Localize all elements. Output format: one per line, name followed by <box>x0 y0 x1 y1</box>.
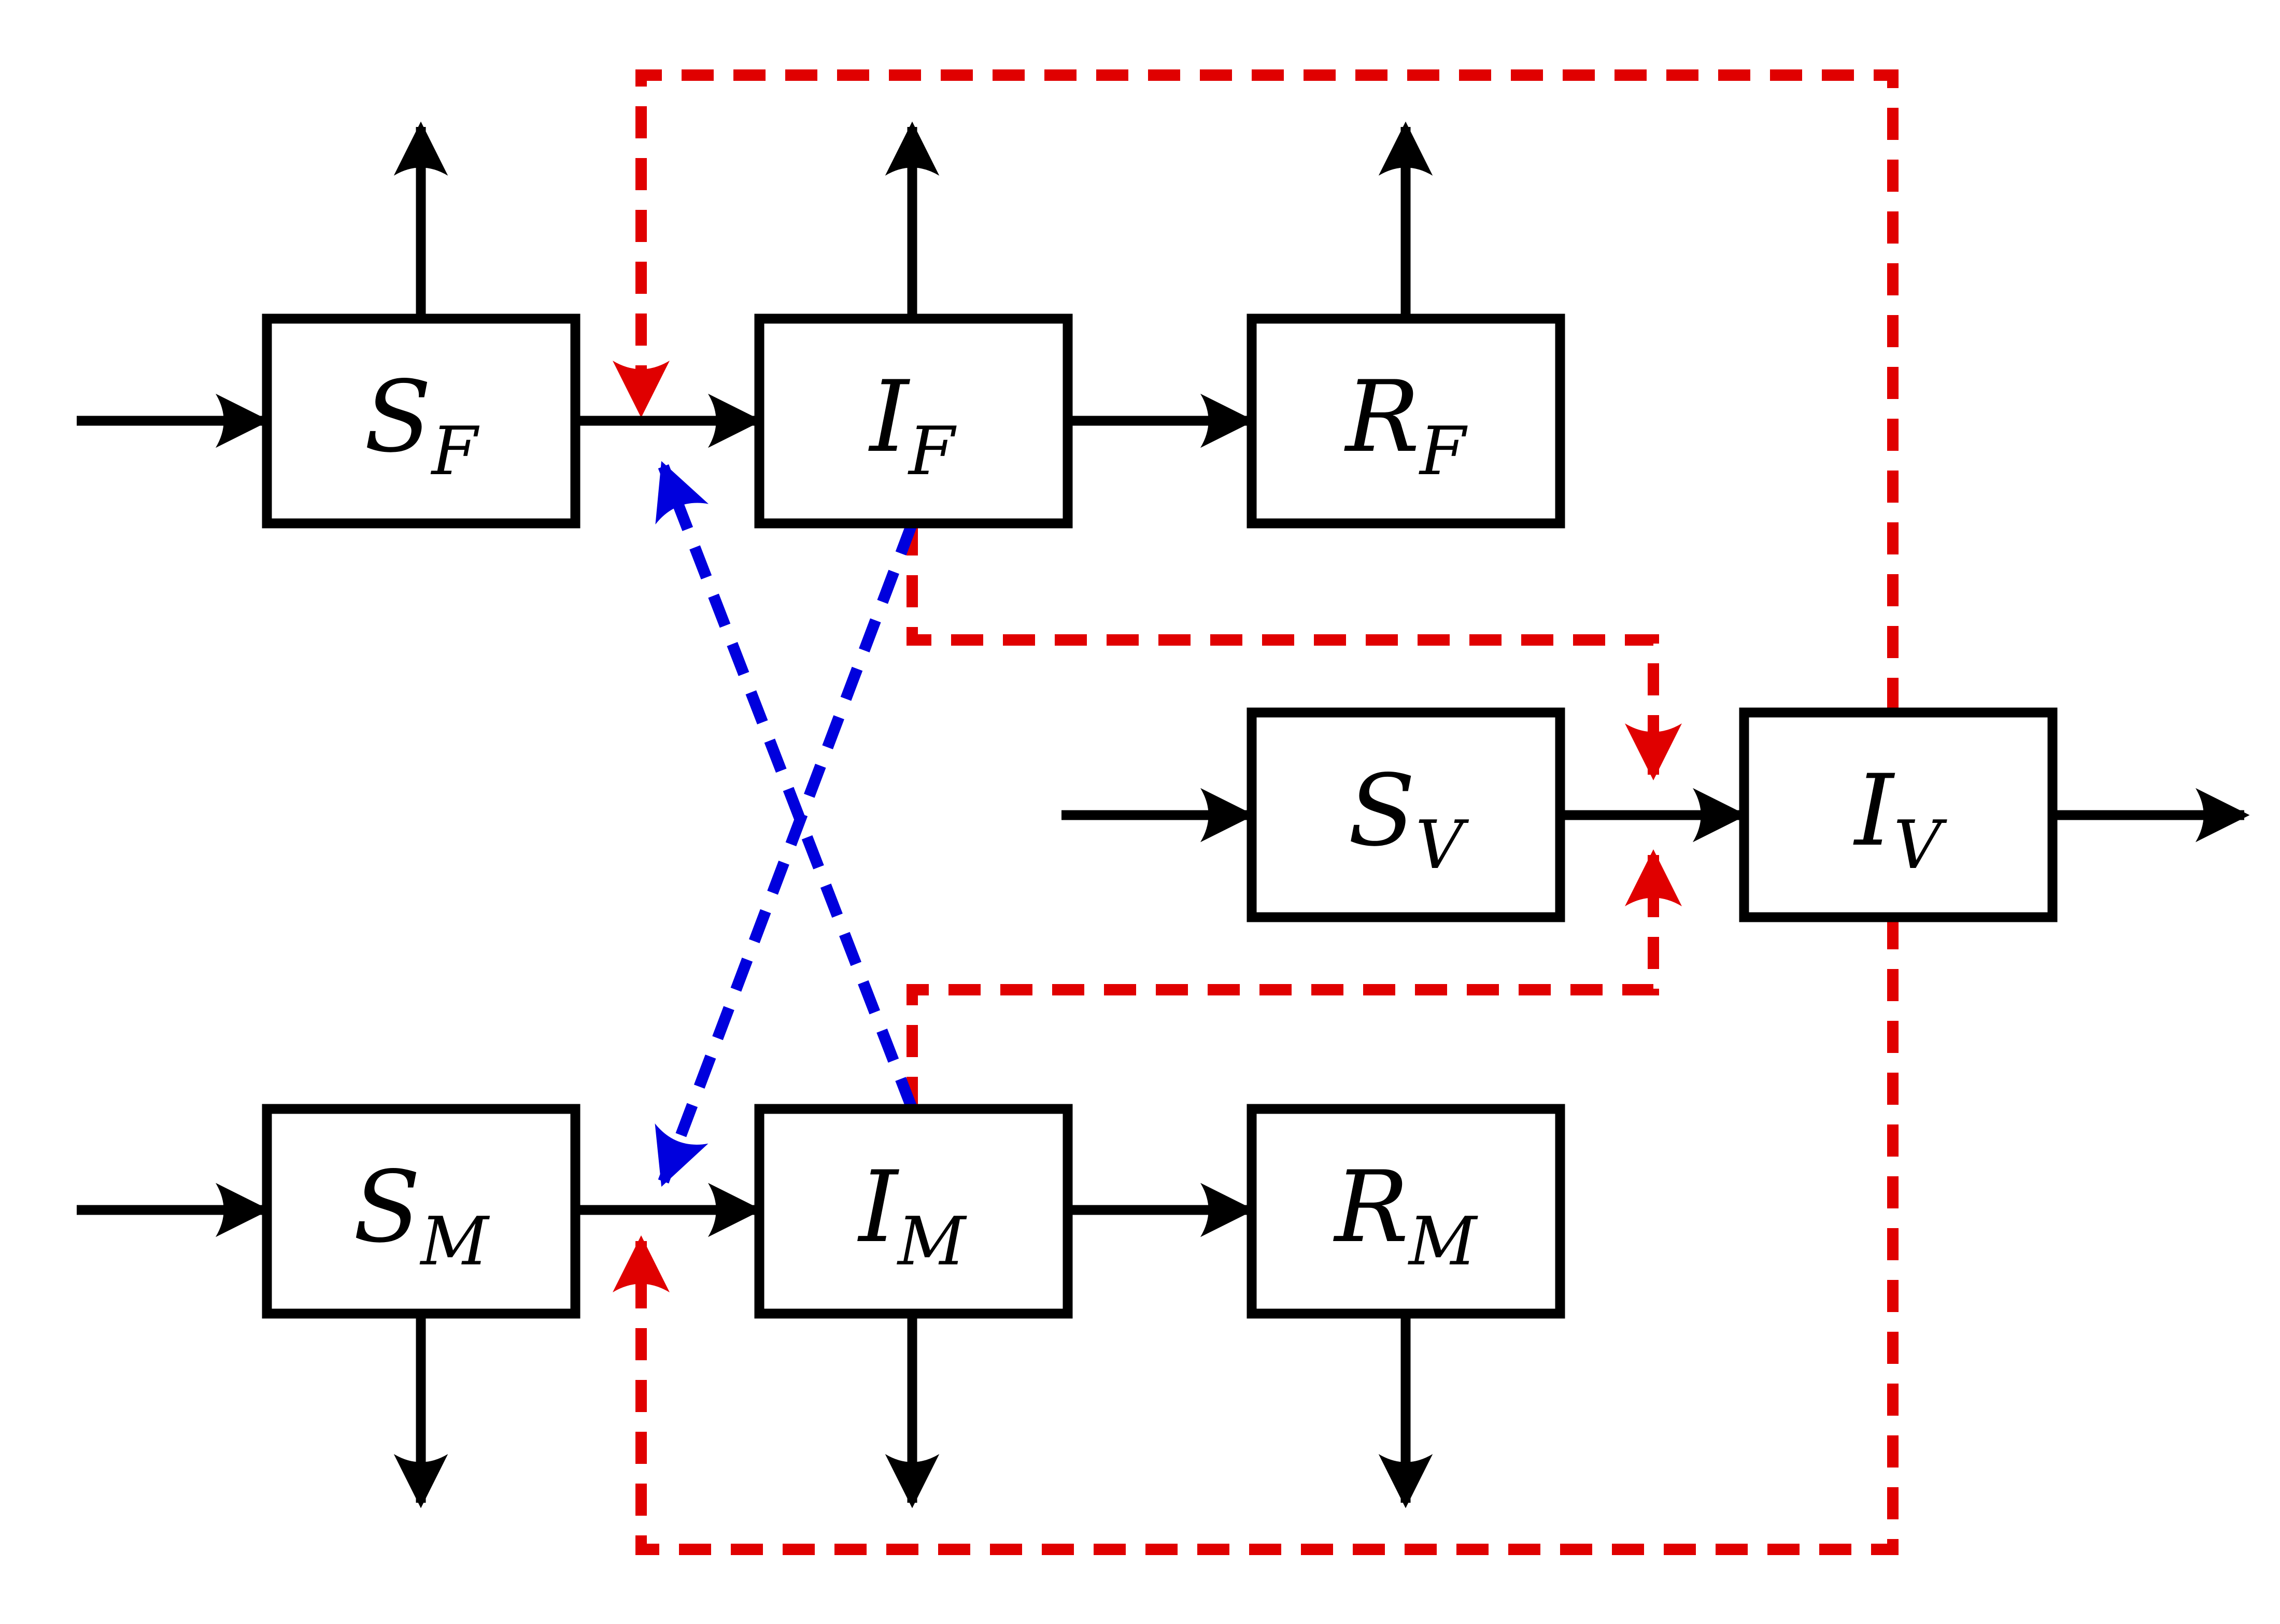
compartments: SF IF RF SV IV SM IM RM <box>262 314 2058 1319</box>
svg-text:SM: SM <box>353 1150 490 1280</box>
red-path-if-to-sv-iv <box>907 523 1682 780</box>
red-path-iv-to-sm-im <box>613 917 1899 1555</box>
blue-path-if-to-sm-im <box>655 521 918 1187</box>
svg-text:SF: SF <box>364 360 480 490</box>
svg-text:IF: IF <box>868 360 957 490</box>
svg-text:IM: IM <box>857 1150 967 1280</box>
blue-path-im-to-sf-if <box>655 461 918 1111</box>
svg-text:RM: RM <box>1333 1150 1478 1280</box>
compartment-sf: SF <box>262 314 580 529</box>
compartment-iv: IV <box>1739 707 2058 922</box>
compartment-rm: RM <box>1247 1104 1565 1319</box>
svg-text:SV: SV <box>1348 753 1469 884</box>
svg-text:IV: IV <box>1853 753 1947 884</box>
compartment-if: IF <box>754 314 1073 529</box>
compartment-im: IM <box>754 1104 1073 1319</box>
svg-text:RF: RF <box>1344 360 1468 490</box>
flow-arrows <box>77 121 2250 1508</box>
red-path-iv-to-sf-if <box>613 69 1899 710</box>
compartment-rf: RF <box>1247 314 1565 529</box>
vector-transmission-paths <box>613 69 1899 1555</box>
compartment-sm: SM <box>262 1104 580 1319</box>
direct-transmission-paths <box>655 461 918 1187</box>
red-path-im-to-sv-iv <box>907 849 1682 1109</box>
compartment-sv: SV <box>1247 707 1565 922</box>
